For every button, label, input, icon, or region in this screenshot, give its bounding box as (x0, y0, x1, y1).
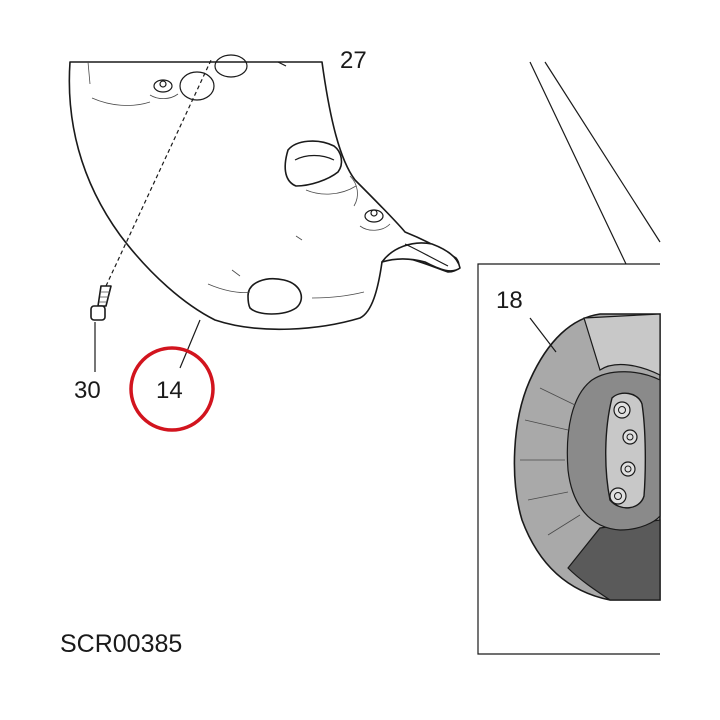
highlight-ring-14 (129, 346, 215, 432)
detail-view: 18 (477, 61, 661, 655)
panel-tab-crease (404, 243, 449, 267)
panel-part-14 (68, 54, 461, 331)
contour-1 (91, 97, 151, 106)
top-screw-boss (149, 79, 179, 100)
panel-tab (381, 242, 461, 272)
callout-14: 14 (156, 377, 183, 404)
leader-27 (277, 61, 287, 67)
plate-screw-2 (622, 429, 638, 445)
pad-rib-4 (527, 491, 569, 501)
contour-2 (87, 61, 91, 85)
detail-leader-1 (529, 61, 627, 265)
detail-leader-2 (544, 61, 661, 243)
contour-3 (207, 283, 251, 293)
panel-vent (284, 140, 358, 207)
plate-screw-1 (613, 401, 631, 419)
pad-rib-2 (524, 419, 569, 431)
pad-lower-dark (567, 519, 661, 601)
pad-rib-3 (539, 387, 576, 406)
pad-rib-5 (547, 514, 581, 536)
contour-4 (311, 291, 365, 299)
detail-frame (477, 263, 660, 655)
contour-5 (231, 269, 241, 277)
pad-upper-right (583, 313, 661, 376)
lower-hole (247, 278, 303, 315)
mid-screw-boss (359, 209, 391, 231)
callout-18: 18 (496, 287, 523, 314)
contour-6 (295, 235, 303, 241)
screw-30 (90, 285, 112, 372)
callout-30: 30 (74, 377, 101, 404)
top-hole-1 (214, 54, 248, 78)
plate-screw-3 (620, 461, 636, 477)
top-hole-2 (179, 71, 215, 101)
mounting-plate (605, 392, 647, 509)
leader-18 (529, 317, 557, 353)
plate-screw-4 (609, 487, 627, 505)
leader-14 (179, 319, 201, 369)
figure-code: SCR00385 (60, 630, 182, 658)
callout-27: 27 (340, 47, 367, 74)
